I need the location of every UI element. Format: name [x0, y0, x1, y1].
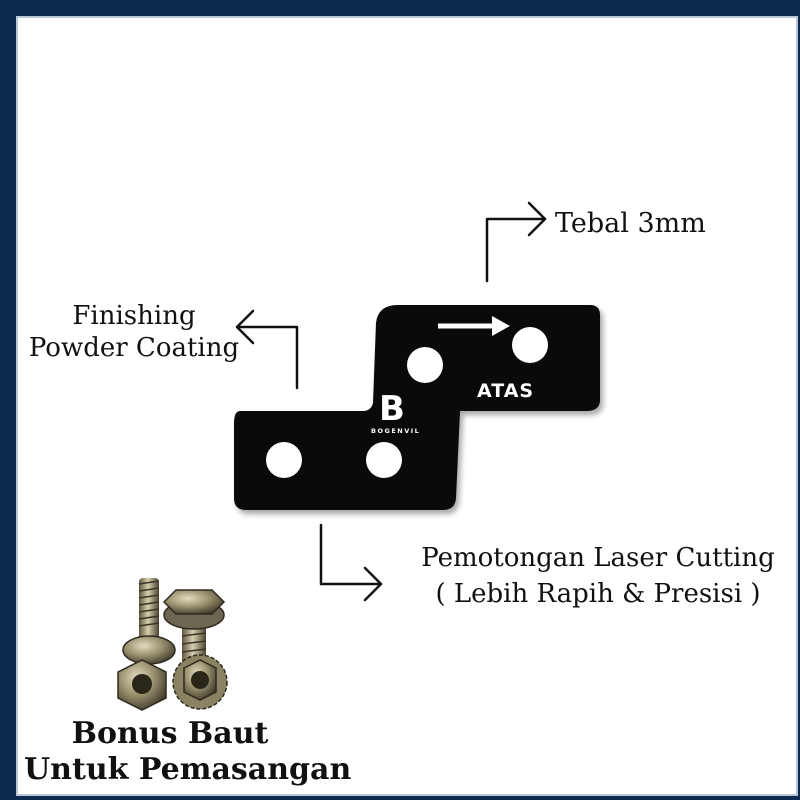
finishing-label: Finishing Powder Coating [24, 300, 244, 364]
bolt-icon [162, 589, 226, 672]
arrow-down-right-icon [319, 523, 383, 602]
product-illustration: B BOGENVIL ATAS [117, 201, 603, 711]
bolt-set [117, 578, 228, 711]
bonus-label: Bonus Baut Untuk Pemasangan [24, 716, 352, 788]
mounting-hole [366, 442, 402, 478]
cutting-line-1: Pemotongan Laser Cutting [421, 543, 775, 573]
bonus-line-1: Bonus Baut [71, 716, 269, 751]
cutting-label: Pemotongan Laser Cutting ( Lebih Rapih &… [398, 540, 796, 612]
logo-letter: B [379, 389, 405, 429]
finishing-line-1: Finishing [72, 301, 196, 331]
bonus-line-2: Untuk Pemasangan [24, 752, 352, 787]
brand-name: BOGENVIL [371, 427, 420, 435]
cutting-line-2: ( Lebih Rapih & Presisi ) [435, 579, 761, 609]
right-arrow-icon [438, 316, 510, 336]
mounting-hole [407, 347, 443, 383]
thickness-label: Tebal 3mm [555, 208, 706, 239]
bolt-icon [122, 578, 176, 665]
arrow-up-right-icon [485, 201, 547, 283]
side-label: ATAS [477, 380, 534, 402]
mounting-hole [266, 442, 302, 478]
mounting-hole [512, 327, 548, 363]
brand-logo: B BOGENVIL [371, 389, 420, 435]
nut-icon [117, 659, 167, 711]
arrow-up-left-icon [235, 309, 299, 390]
z-bracket: B BOGENVIL ATAS [234, 305, 600, 510]
nut-icon [172, 654, 228, 710]
product-canvas: B BOGENVIL ATAS [16, 16, 798, 796]
finishing-line-2: Powder Coating [28, 333, 240, 363]
